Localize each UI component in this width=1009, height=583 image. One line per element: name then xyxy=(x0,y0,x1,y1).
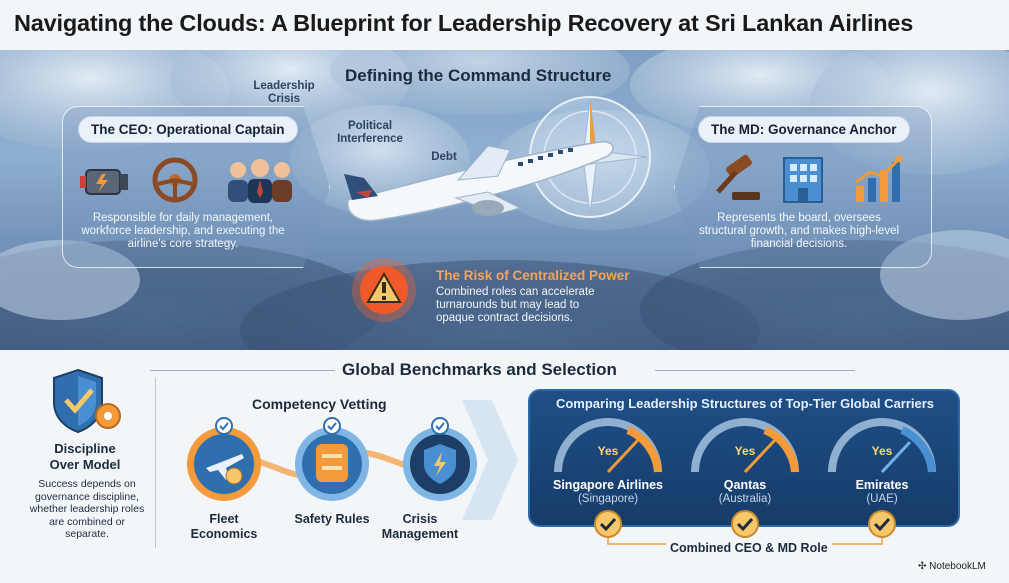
md-description: Represents the board, oversees structura… xyxy=(698,212,900,250)
crisis-management-circle xyxy=(403,417,477,501)
section-divider xyxy=(155,378,156,548)
gauge-singapore xyxy=(554,418,662,474)
carrier-country-emirates: (UAE) xyxy=(866,493,898,505)
check-bracket xyxy=(594,510,896,552)
cloud-layer xyxy=(0,50,1009,350)
fleet-economics-circle xyxy=(187,417,261,501)
ceo-label: The CEO: Operational Captain xyxy=(78,116,298,143)
carrier-name-emirates: Emirates xyxy=(855,478,909,492)
vetting-label-safety-rules: Safety Rules xyxy=(294,512,370,526)
md-label: The MD: Governance Anchor xyxy=(698,116,910,143)
check-icon-emirates xyxy=(868,510,896,538)
carrier-name-qantas: Qantas xyxy=(723,478,767,492)
airplane-icon xyxy=(344,140,614,222)
check-icon-singapore xyxy=(594,510,622,538)
heading-divider-right xyxy=(655,370,855,371)
discipline-description: Success depends on governance discipline… xyxy=(29,478,145,540)
chevron-right-icon xyxy=(462,400,518,520)
combined-role-label: Combined CEO & MD Role xyxy=(666,541,832,555)
carrier-country-qantas: (Australia) xyxy=(718,493,772,505)
vetting-label-fleet-economics: Fleet Economics xyxy=(190,512,258,541)
risk-title: The Risk of Centralized Power xyxy=(436,268,630,283)
cloud-label-political-interference: Political Interference xyxy=(337,120,403,145)
sky-background xyxy=(0,50,1009,350)
watermark: ✣ NotebookLM xyxy=(918,561,986,572)
cloud-label-debt: Debt xyxy=(431,151,457,163)
carrier-name-singapore: Singapore Airlines xyxy=(553,478,663,492)
cloud-label-leadership-crisis: Leadership Crisis xyxy=(253,80,315,105)
building-icon xyxy=(783,157,823,203)
gavel-icon xyxy=(716,154,760,200)
team-icon xyxy=(228,159,292,203)
comparison-title: Comparing Leadership Structures of Top-T… xyxy=(555,396,935,411)
gauges xyxy=(554,418,936,474)
gauge-emirates xyxy=(828,418,936,474)
steering-wheel-icon xyxy=(152,157,198,203)
competency-vetting-title: Competency Vetting xyxy=(252,396,387,412)
gauge-value-qantas: Yes xyxy=(734,444,756,458)
gauge-value-singapore: Yes xyxy=(597,444,619,458)
shield-check-gear-icon xyxy=(53,368,121,434)
safety-rules-circle xyxy=(295,417,369,501)
ceo-description: Responsible for daily management, workfo… xyxy=(81,212,285,250)
benchmarks-heading: Global Benchmarks and Selection xyxy=(342,360,617,379)
warning-icon xyxy=(352,258,416,322)
page-title: Navigating the Clouds: A Blueprint for L… xyxy=(14,10,914,36)
engine-icon xyxy=(80,169,128,195)
carrier-country-singapore: (Singapore) xyxy=(577,493,639,505)
competency-circles xyxy=(187,417,477,501)
heading-divider-left xyxy=(150,370,335,371)
gauge-qantas xyxy=(691,418,799,474)
vetting-label-crisis-management: Crisis Management xyxy=(381,512,459,541)
risk-description: Combined roles can accelerate turnaround… xyxy=(436,286,595,324)
command-structure-heading: Defining the Command Structure xyxy=(345,66,612,85)
check-icon-qantas xyxy=(731,510,759,538)
growth-chart-icon xyxy=(855,154,904,202)
watermark-text: NotebookLM xyxy=(929,561,986,572)
discipline-title: Discipline Over Model xyxy=(49,441,121,472)
notebooklm-logo-icon: ✣ xyxy=(918,561,930,572)
gauge-value-emirates: Yes xyxy=(871,444,893,458)
